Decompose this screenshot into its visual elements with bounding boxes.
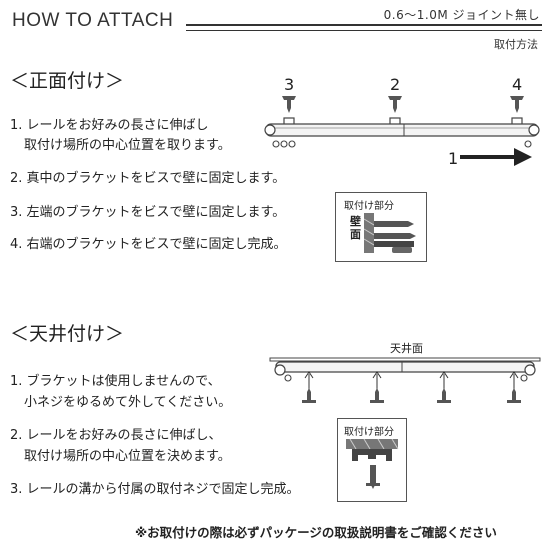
front-step-3: 3. 左端のブラケットをビスで壁に固定します。 <box>10 205 286 220</box>
curtain-rail <box>265 123 539 137</box>
front-detail-title: 取付け部分 <box>344 201 394 212</box>
screw-icon <box>437 388 451 403</box>
screw-icon <box>366 465 380 489</box>
page-title: HOW TO ATTACH <box>12 10 174 31</box>
ceiling-step-3: 3. レールの溝から付属の取付ネジで固定し完成。 <box>10 482 300 497</box>
arrow-number: 1 <box>448 149 458 168</box>
wall-mount-illustration <box>363 213 416 253</box>
front-step-2: 2. 真中のブラケットをビスで壁に固定します。 <box>10 171 286 186</box>
front-rail-diagram: 3 2 4 1 <box>264 75 540 168</box>
screw-icon <box>507 388 521 403</box>
screw-icon <box>302 388 316 403</box>
curtain-rail <box>275 361 535 373</box>
ceiling-step-1: 1. ブラケットは使用しませんので、 <box>10 374 221 389</box>
screw-icon <box>282 96 296 113</box>
screw-icon <box>374 221 414 227</box>
screw-icon <box>388 96 402 113</box>
bracket-number-center: 2 <box>390 75 400 94</box>
header-rule-thin <box>186 30 542 31</box>
front-step-4: 4. 右端のブラケットをビスで壁に固定し完成。 <box>10 237 287 252</box>
ceiling-mount-illustration <box>346 439 399 489</box>
method-label: 取付方法 <box>494 38 538 51</box>
ceiling-step-2-cont: 取付け場所の中心位置を決めます。 <box>24 449 231 464</box>
front-step-1: 1. レールをお好みの長さに伸ばし <box>10 118 209 133</box>
footer-note: ※お取付けの際は必ずパッケージの取扱説明書をご確認ください <box>135 525 497 540</box>
arrow-up-icon <box>304 371 314 390</box>
ceiling-step-2: 2. レールをお好みの長さに伸ばし、 <box>10 428 222 443</box>
bracket-number-left: 3 <box>284 75 294 94</box>
front-step-1-cont: 取付け場所の中心位置を取ります。 <box>24 138 231 153</box>
ceiling-detail-title: 取付け部分 <box>344 427 394 438</box>
header-subtitle: 0.6〜1.0M ジョイント無し <box>383 8 540 22</box>
arrow-up-icon <box>509 371 519 390</box>
header-rule-thick <box>186 24 542 26</box>
ceiling-label: 天井面 <box>390 341 423 355</box>
screw-icon <box>374 233 416 239</box>
bracket-number-right: 4 <box>512 75 522 94</box>
arrow-up-icon <box>439 371 449 390</box>
ceiling-step-1-cont: 小ネジをゆるめて外してください。 <box>24 395 232 410</box>
front-detail-box: 取付け部分 壁 面 <box>335 192 427 262</box>
front-heading: ＜正面付け＞ <box>10 70 125 92</box>
wall-label-1: 壁 <box>350 215 361 228</box>
screw-icon <box>510 96 524 113</box>
ceiling-heading: ＜天井付け＞ <box>10 323 125 345</box>
arrow-up-icon <box>372 371 382 390</box>
arrow-right-icon <box>460 148 532 166</box>
ceiling-rail-diagram: 天井面 <box>269 341 541 403</box>
ceiling-detail-box: 取付け部分 <box>337 418 407 502</box>
screw-icon <box>370 388 384 403</box>
wall-label-2: 面 <box>350 228 361 241</box>
